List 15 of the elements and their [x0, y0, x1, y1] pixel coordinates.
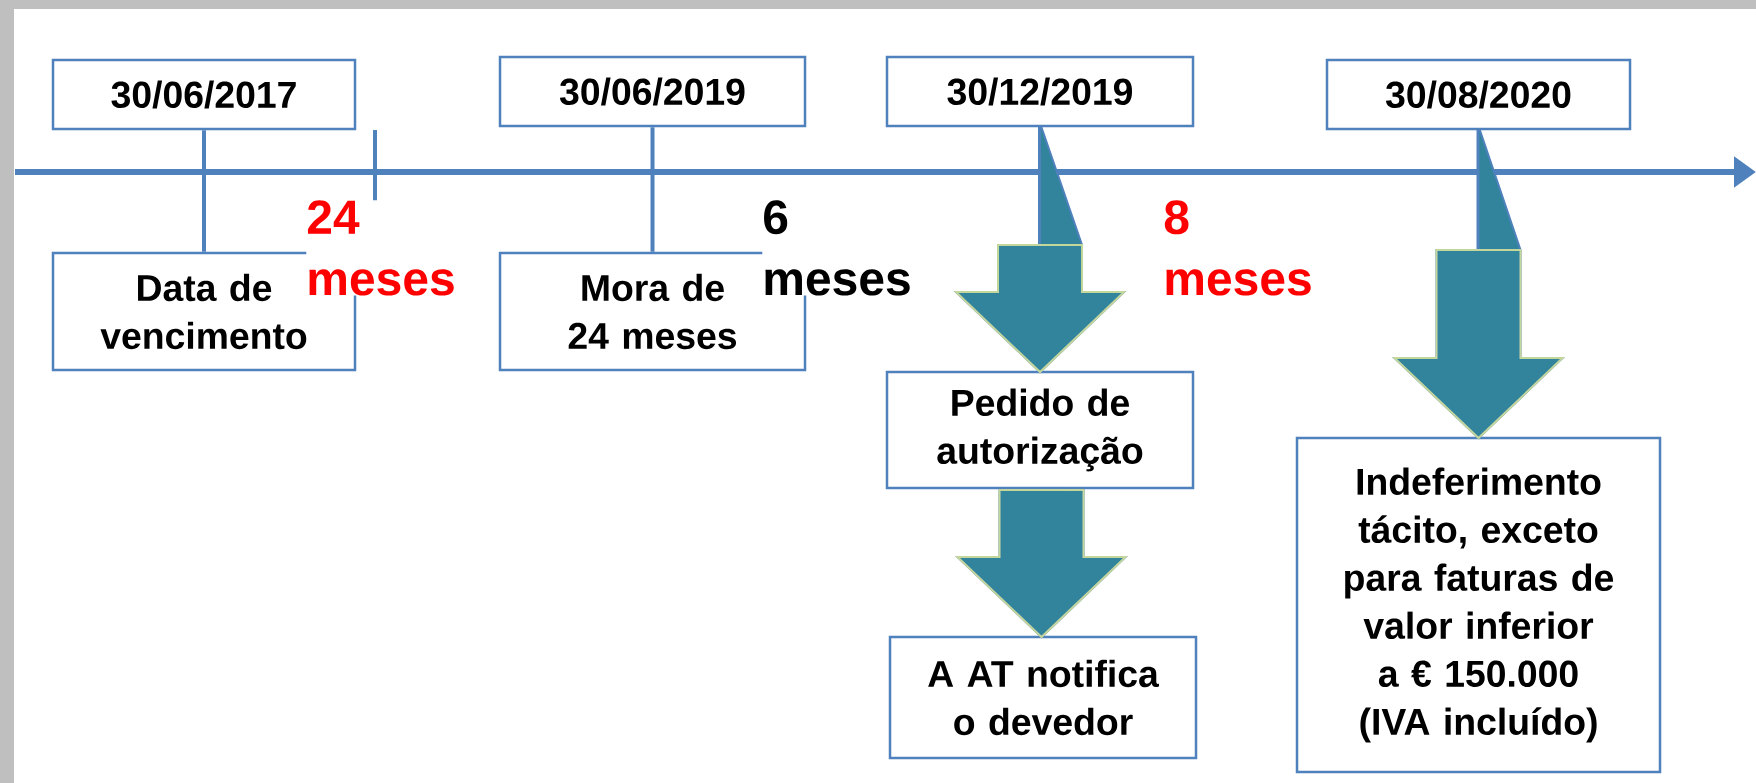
- event-box: Indeferimento tácito, exceto para faturas de valor inferior a € 150.000 (IVA incluído): [1295, 436, 1662, 774]
- duration-label: 24 meses: [306, 200, 457, 296]
- duration-label: 8 meses: [1163, 200, 1314, 296]
- block-arrow: [953, 125, 1127, 374]
- event-box: A AT notifica o devedor: [888, 635, 1198, 760]
- block-arrow: [1392, 128, 1566, 440]
- date-box: 30/06/2017: [51, 58, 357, 131]
- connector-line: [650, 127, 655, 252]
- event-box: Pedido de autorização: [885, 370, 1195, 490]
- date-box: 30/08/2020: [1325, 58, 1632, 131]
- date-box: 30/06/2019: [498, 55, 807, 128]
- connector-line: [202, 130, 206, 252]
- block-arrow: [955, 487, 1128, 639]
- date-box: 30/12/2019: [885, 55, 1195, 128]
- duration-label: 6 meses: [762, 200, 913, 296]
